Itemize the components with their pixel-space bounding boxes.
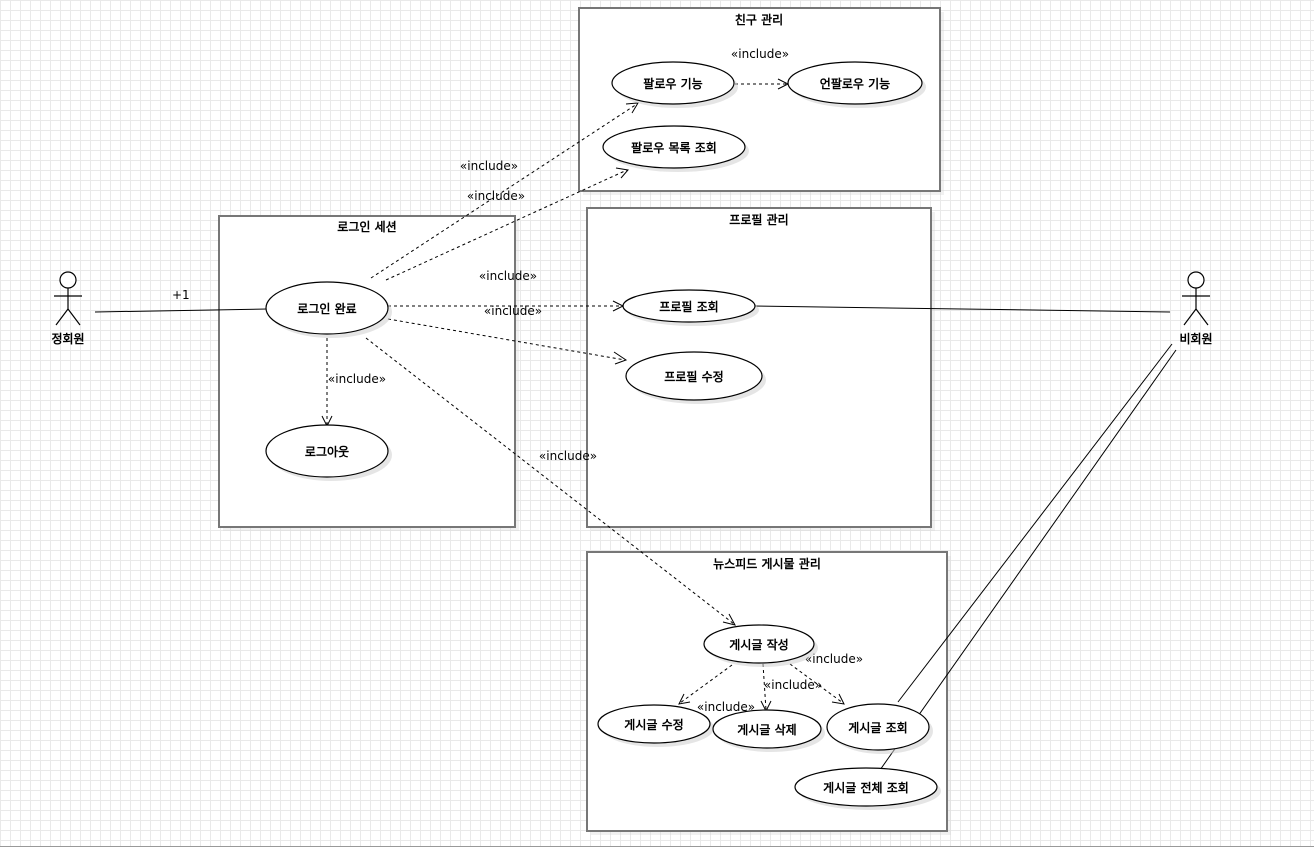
include-label: «include» — [805, 652, 863, 666]
use-case-label: 게시글 작성 — [729, 637, 788, 652]
use-case-label: 로그아웃 — [305, 444, 349, 459]
actor-label: 정회원 — [51, 331, 84, 346]
associations: +1 — [94, 288, 1177, 771]
include-dependencies: «include» «include» «include» «include» … — [321, 47, 863, 714]
association-nonmember-post-view-all — [879, 349, 1177, 771]
use-case-post-view[interactable]: 게시글 조회 — [826, 703, 933, 754]
use-case-post-write[interactable]: 게시글 작성 — [703, 624, 818, 667]
use-case-post-view-all[interactable]: 게시글 전체 조회 — [794, 767, 941, 810]
use-case-label: 팔로우 기능 — [643, 76, 702, 91]
association-nonmember-post-view — [897, 343, 1173, 703]
use-case-logout[interactable]: 로그아웃 — [265, 424, 392, 481]
include-label: «include» — [467, 189, 525, 203]
actor-non-member[interactable]: 비회원 — [1179, 271, 1213, 346]
dependency-login-profile-edit — [387, 318, 626, 361]
include-label: «include» — [484, 304, 542, 318]
multiplicity-label: +1 — [172, 288, 190, 302]
include-label: «include» — [539, 449, 597, 463]
use-case-profile-view[interactable]: 프로필 조회 — [622, 289, 759, 326]
use-case-label: 프로필 수정 — [664, 369, 723, 384]
use-case-label: 팔로우 목록 조회 — [631, 140, 717, 155]
use-case-label: 게시글 전체 조회 — [823, 780, 909, 795]
dependency-post-write-delete — [762, 663, 767, 711]
use-case-label: 프로필 조회 — [659, 299, 718, 314]
use-case-profile-edit[interactable]: 프로필 수정 — [625, 351, 766, 404]
use-case-label: 로그인 완료 — [297, 301, 356, 316]
system-title: 로그인 세션 — [337, 219, 396, 234]
use-case-unfollow[interactable]: 언팔로우 기능 — [787, 61, 926, 108]
actor-member[interactable]: 정회원 — [51, 271, 85, 346]
arrowhead — [678, 693, 691, 705]
use-case-login-complete[interactable]: 로그인 완료 — [265, 281, 392, 338]
use-case-label: 게시글 삭제 — [737, 722, 796, 737]
arrowhead — [613, 351, 628, 365]
arrowhead — [722, 613, 736, 626]
include-label: «include» — [764, 678, 822, 692]
dependency-post-write-view — [789, 663, 844, 704]
system-newsfeed-post-management: 뉴스피드 게시물 관리 — [586, 551, 951, 835]
include-label: «include» — [479, 269, 537, 283]
use-case-post-edit[interactable]: 게시글 수정 — [597, 704, 714, 747]
system-title: 친구 관리 — [735, 12, 783, 27]
system-title: 뉴스피드 게시물 관리 — [713, 556, 821, 571]
use-case-label: 언팔로우 기능 — [820, 76, 890, 91]
use-case-post-delete[interactable]: 게시글 삭제 — [712, 709, 825, 752]
use-case-label: 게시글 조회 — [848, 720, 907, 735]
association-nonmember-profile-view — [751, 305, 1171, 313]
use-case-follow-list[interactable]: 팔로우 목록 조회 — [602, 125, 749, 172]
include-label: «include» — [328, 372, 386, 386]
use-case-follow[interactable]: 팔로우 기능 — [611, 61, 738, 108]
dependency-post-write-edit — [679, 664, 733, 704]
actor-label: 비회원 — [1179, 331, 1212, 346]
include-label: «include» — [460, 159, 518, 173]
include-label: «include» — [731, 47, 789, 61]
include-label: «include» — [697, 700, 755, 714]
canvas-bottom-edge — [0, 846, 1314, 851]
stick-figure-icon — [1182, 271, 1210, 326]
dependency-login-follow — [370, 103, 638, 279]
arrowhead — [831, 693, 845, 705]
arrowhead — [615, 167, 629, 179]
stick-figure-icon — [54, 271, 82, 326]
association-member-login — [94, 308, 268, 313]
use-case-label: 게시글 수정 — [624, 717, 683, 732]
dependency-login-follow-list — [385, 169, 628, 281]
system-title: 프로필 관리 — [729, 212, 788, 227]
